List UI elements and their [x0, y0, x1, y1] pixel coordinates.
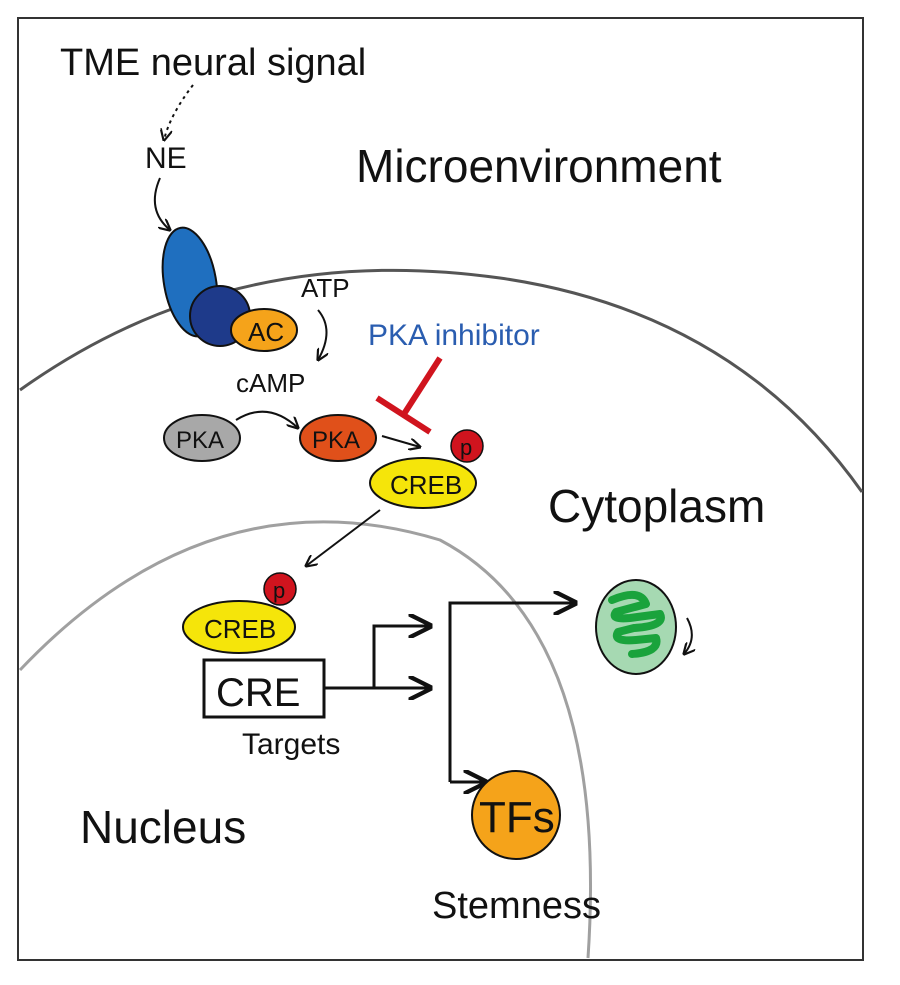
mito-cycle-arrow	[684, 617, 692, 654]
nucleus-label: Nucleus	[80, 801, 246, 853]
pka-active	[299, 414, 377, 462]
pka-active-label: PKA	[312, 427, 360, 454]
mitochondria-arrow	[448, 603, 575, 782]
pka-activation-arrow	[235, 410, 298, 428]
ac-label: AC	[248, 317, 284, 347]
tme-neural-signal-label: TME neural signal	[60, 42, 366, 84]
pka-inactive-label: PKA	[176, 427, 224, 454]
tfs-circle	[471, 770, 561, 860]
creb-cytoplasm-label: CREB	[390, 470, 462, 500]
cre-label: CRE	[216, 671, 300, 715]
phospho-label: p	[273, 578, 285, 603]
phospho-icon	[450, 429, 484, 463]
cell-membrane	[19, 268, 864, 493]
cre-element-box	[202, 658, 326, 719]
camp-label: cAMP	[236, 368, 305, 398]
nuclear-envelope	[18, 520, 592, 959]
ac-enzyme	[230, 308, 298, 352]
microenvironment-label: Microenvironment	[356, 140, 722, 192]
targets-label: Targets	[242, 728, 340, 761]
inhibition-bar	[375, 395, 432, 435]
ne-arrow	[153, 177, 170, 230]
creb-nucleus-label: CREB	[204, 614, 276, 644]
pka-to-creb-arrow	[381, 435, 420, 447]
stemness-label: Stemness	[432, 885, 601, 927]
pka-inhibitor-label: PKA inhibitor	[368, 319, 540, 352]
ne-label: NE	[145, 142, 187, 175]
creb-nucleus	[182, 600, 296, 654]
pka-inactive	[163, 414, 241, 462]
tfs-label: TFs	[479, 793, 555, 842]
cytoplasm-label: Cytoplasm	[548, 480, 765, 532]
phospho-label: p	[460, 435, 472, 460]
signal-arrow	[164, 84, 194, 140]
creb-translocation-arrow	[306, 509, 381, 566]
atp-to-camp-arrow	[318, 309, 327, 360]
phospho-icon	[263, 572, 297, 606]
target-arrow	[372, 626, 430, 688]
inhibition-line	[401, 356, 443, 416]
creb-cytoplasm	[369, 457, 477, 509]
outer-frame	[17, 17, 864, 961]
atp-label: ATP	[301, 273, 350, 303]
mitochondria-icon	[595, 579, 677, 675]
